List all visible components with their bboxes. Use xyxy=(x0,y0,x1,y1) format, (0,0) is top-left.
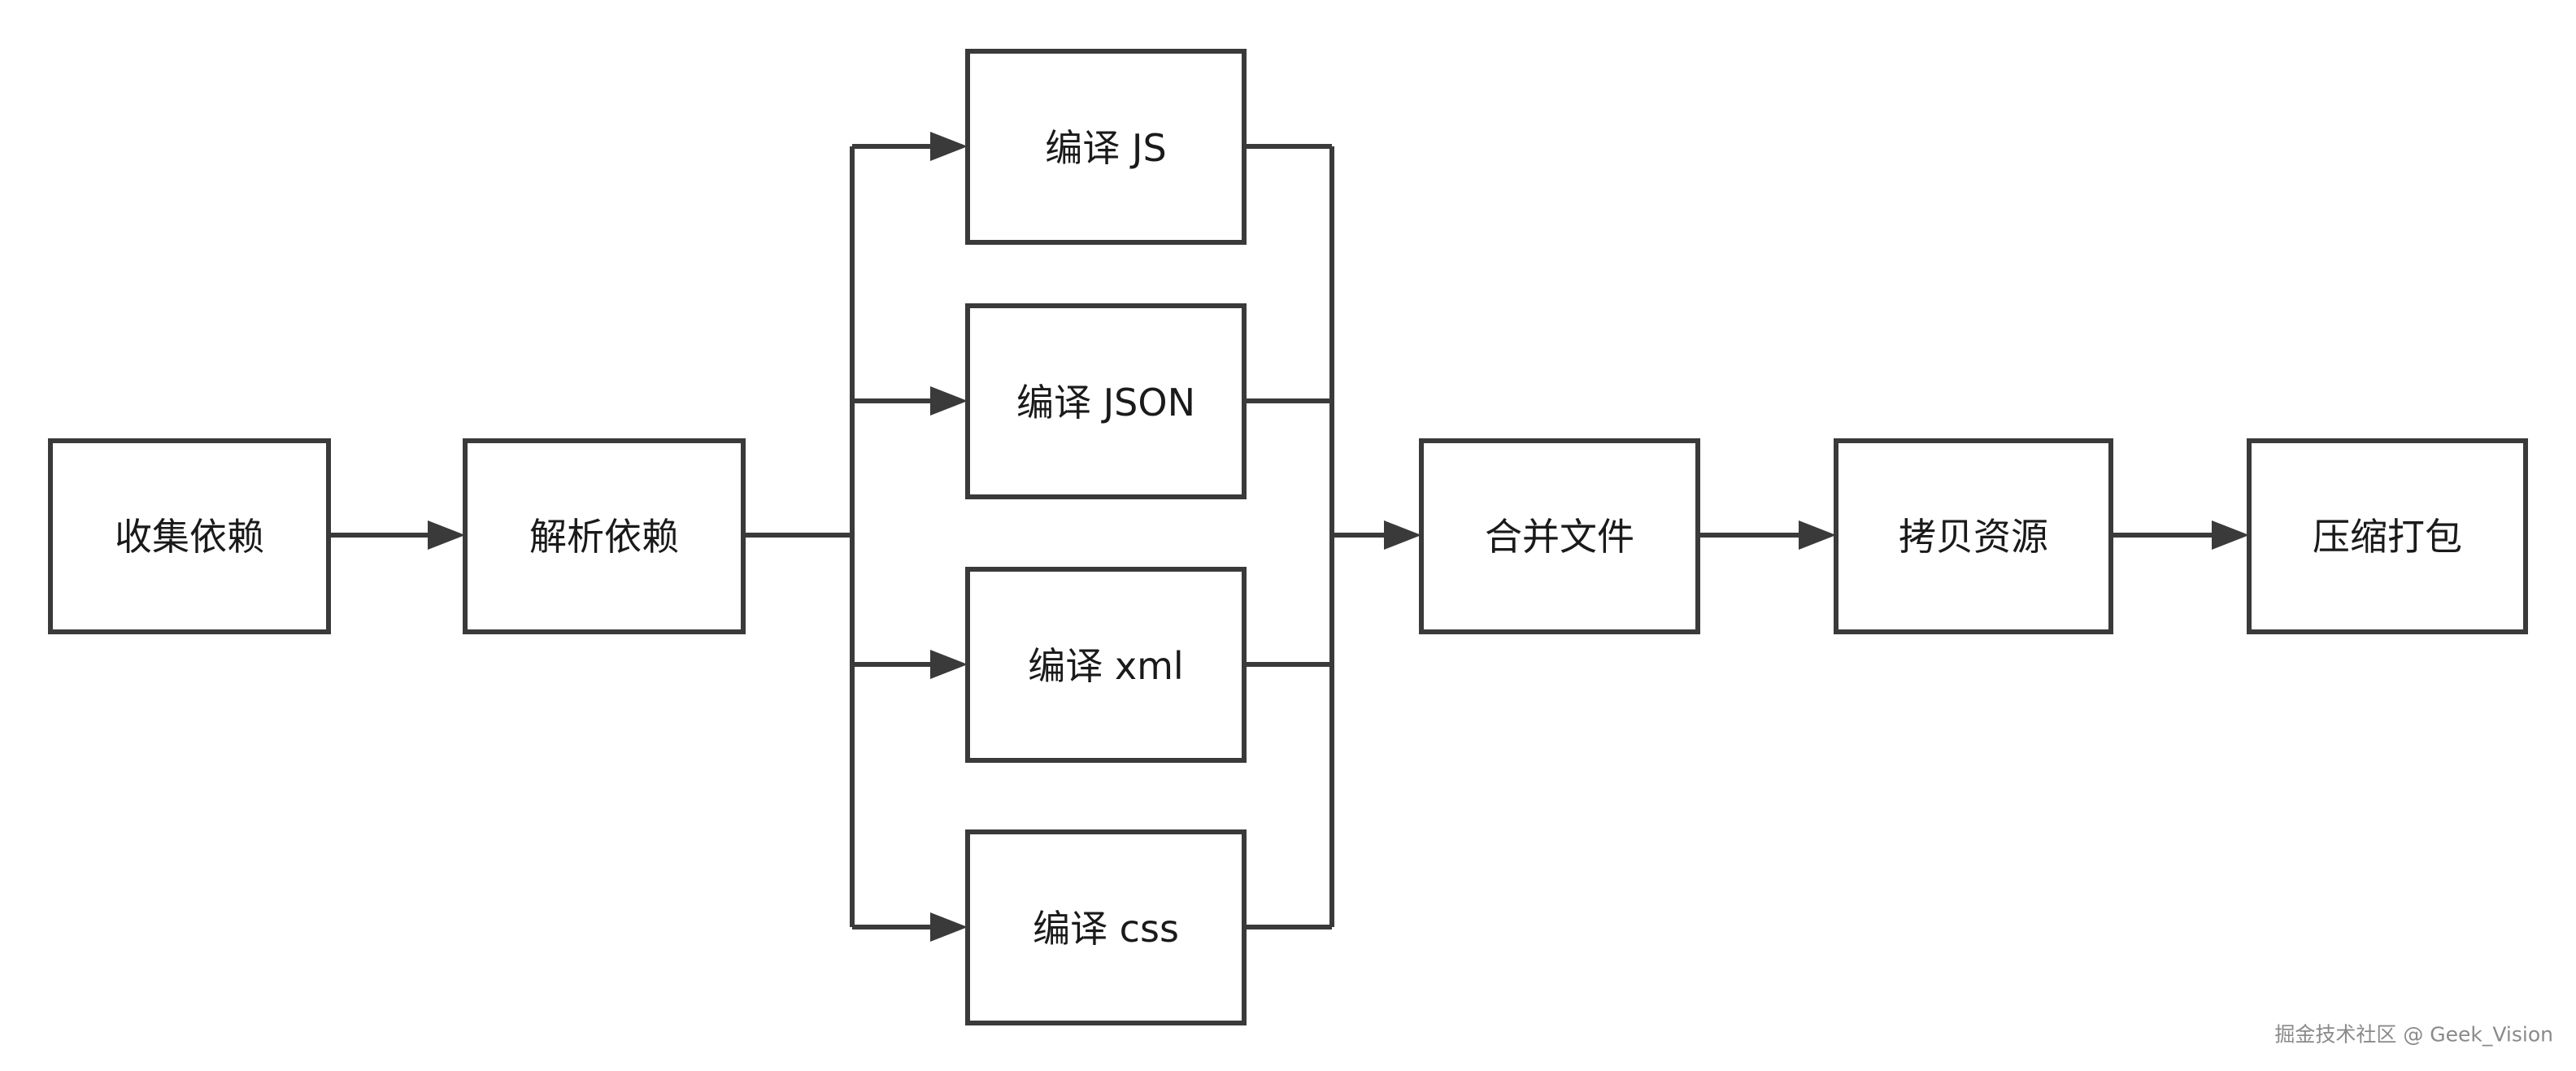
node-label: 拷贝资源 xyxy=(1899,515,2048,559)
node-compile-css: 编译 css xyxy=(965,829,1247,1025)
arrow-into-copy xyxy=(1799,520,1836,550)
node-collect: 收集依赖 xyxy=(48,438,331,634)
node-box xyxy=(1834,438,2113,634)
node-compile-json: 编译 JSON xyxy=(965,303,1247,499)
node-package: 压缩打包 xyxy=(2247,438,2528,634)
edges xyxy=(329,132,2249,942)
node-parse: 解析依赖 xyxy=(463,438,746,634)
node-box xyxy=(965,567,1247,763)
node-compile-xml: 编译 xml xyxy=(965,567,1247,763)
node-merge: 合并文件 xyxy=(1419,438,1700,634)
node-label: 收集依赖 xyxy=(115,515,264,559)
node-box xyxy=(463,438,746,634)
arrow-into-package xyxy=(2212,520,2249,550)
arrow-into-compile-xml xyxy=(930,650,968,679)
arrow-into-compile-js xyxy=(930,132,968,161)
node-box xyxy=(965,303,1247,499)
watermark-text: 掘金技术社区 @ Geek_Vision xyxy=(2274,1023,2553,1047)
node-label: 压缩打包 xyxy=(2313,515,2462,559)
node-label: 编译 JS xyxy=(1045,126,1166,170)
node-box xyxy=(2247,438,2528,634)
arrow-into-merge xyxy=(1384,520,1421,550)
node-compile-js: 编译 JS xyxy=(965,49,1247,245)
node-label: 编译 css xyxy=(1033,907,1179,951)
arrow-into-compile-css xyxy=(930,912,968,942)
node-box xyxy=(965,49,1247,245)
node-label: 解析依赖 xyxy=(529,515,679,559)
node-label: 合并文件 xyxy=(1485,515,1634,559)
node-box xyxy=(1419,438,1700,634)
node-label: 编译 xml xyxy=(1028,644,1183,688)
arrow-into-parse xyxy=(428,520,465,550)
node-copy: 拷贝资源 xyxy=(1834,438,2113,634)
node-label: 编译 JSON xyxy=(1016,381,1195,424)
node-box xyxy=(48,438,331,634)
arrow-into-compile-json xyxy=(930,386,968,416)
node-box xyxy=(965,829,1247,1025)
